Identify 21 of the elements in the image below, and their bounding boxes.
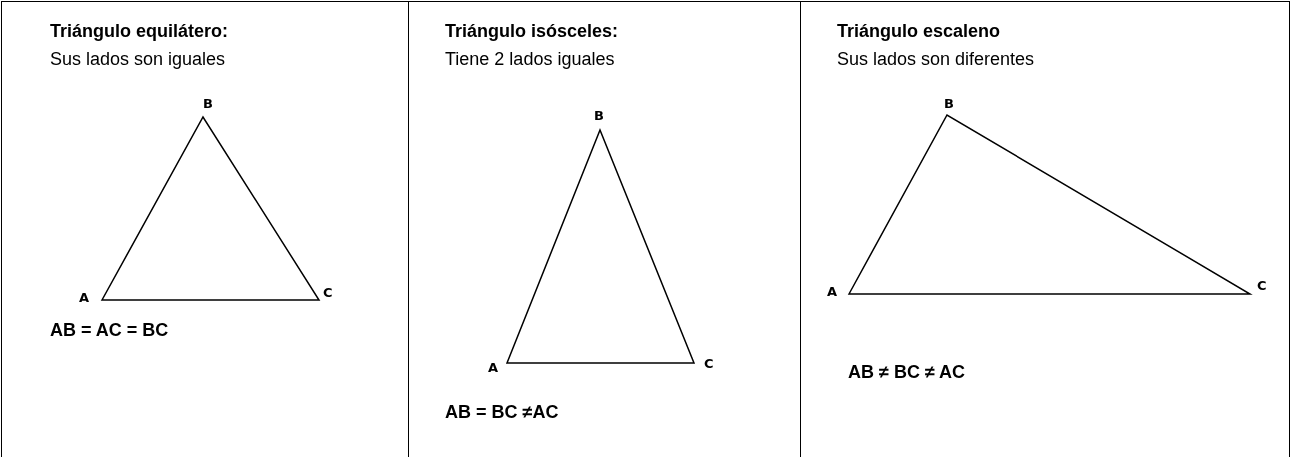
description-text: Tiene 2 lados iguales	[445, 49, 615, 70]
table-cell	[408, 1, 801, 457]
equation-text: AB = BC ≠AC	[445, 402, 559, 423]
vertex-label: C	[704, 356, 714, 371]
vertex-label: A	[488, 360, 499, 375]
vertex-label: C	[1257, 278, 1267, 293]
description-text: Sus lados son iguales	[50, 49, 226, 70]
vertex-label: B	[944, 96, 954, 111]
equation-text: AB = AC = BC	[50, 320, 169, 341]
description-text: Sus lados son diferentes	[837, 49, 1035, 70]
cell-heading: Triángulo isósceles:	[445, 21, 619, 42]
vertex-label: A	[827, 284, 838, 299]
cell-heading: Triángulo equilátero:	[50, 21, 228, 42]
vertex-label: B	[594, 108, 604, 123]
cell-heading: Triángulo escaleno	[837, 21, 1001, 42]
vertex-label: C	[323, 285, 333, 300]
table-cell	[800, 1, 1290, 457]
equation-text: AB ≠ BC ≠ AC	[848, 362, 966, 383]
vertex-label: B	[203, 96, 213, 111]
table-cell	[1, 1, 409, 457]
vertex-label: A	[79, 290, 90, 305]
